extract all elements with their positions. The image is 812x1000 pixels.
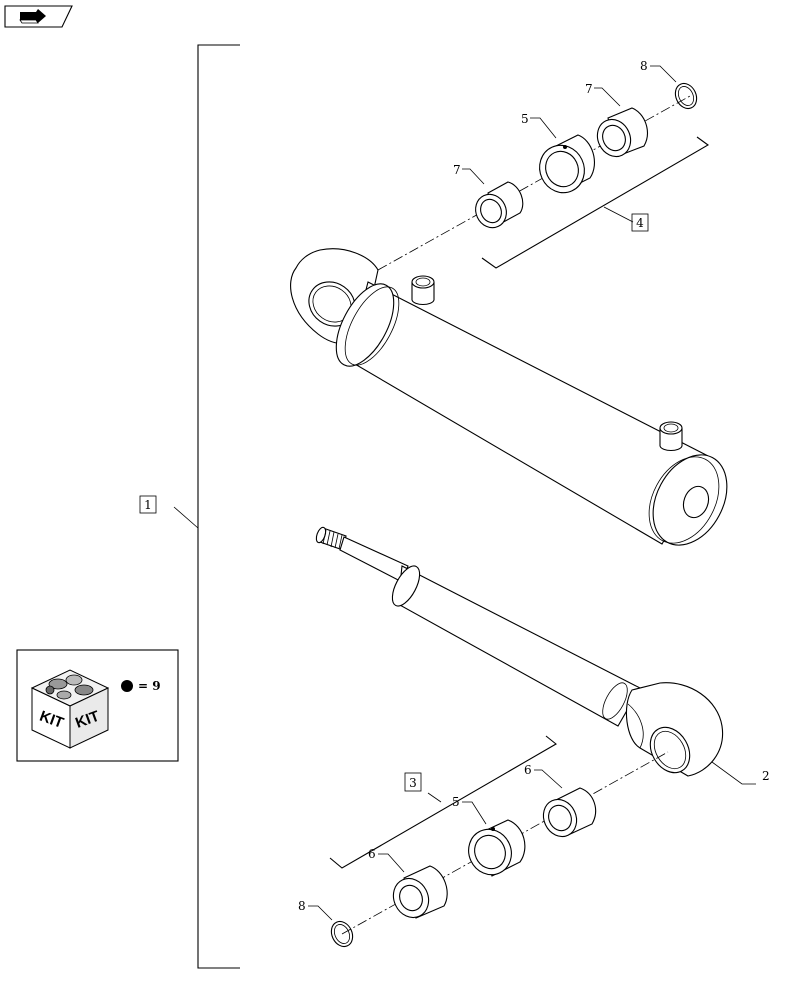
snap-ring-8-bottom	[330, 920, 354, 948]
kit-equals-text: = 9	[138, 679, 161, 693]
callout-6-lower[interactable]: 6	[368, 847, 376, 861]
svg-text:4: 4	[636, 216, 644, 230]
callout-2[interactable]: 2	[762, 769, 770, 783]
bushing-7-right	[596, 107, 648, 158]
seal-kit-bracket-3	[329, 735, 557, 869]
assembly-bracket	[173, 44, 240, 969]
seal-5-top	[539, 134, 595, 194]
svg-text:1: 1	[144, 498, 152, 512]
svg-text:3: 3	[409, 776, 417, 790]
piston-rod	[315, 526, 724, 777]
callout-5-top[interactable]: 5	[521, 112, 529, 126]
callout-5-bottom[interactable]: 5	[452, 795, 460, 809]
bushing-7-left	[475, 181, 524, 229]
callout-7-left[interactable]: 7	[453, 163, 461, 177]
callout-3[interactable]: 3	[404, 772, 422, 792]
kit-box-icon: KIT KIT	[30, 669, 110, 749]
navigate-arrow-icon	[19, 9, 46, 24]
cylinder-barrel	[290, 248, 728, 546]
bushing-6-lower	[392, 865, 448, 919]
callout-6-upper[interactable]: 6	[524, 763, 532, 777]
callout-8-top[interactable]: 8	[640, 59, 648, 73]
callout-8-bottom[interactable]: 8	[298, 899, 306, 913]
snap-ring-8-top	[674, 82, 698, 110]
callout-7-right[interactable]: 7	[585, 82, 593, 96]
kit-dot-icon	[121, 680, 133, 692]
callout-4[interactable]: 4	[631, 213, 649, 232]
seal-5-bottom	[468, 819, 526, 877]
callout-1[interactable]: 1	[139, 495, 157, 514]
kit-legend-box: KIT KIT = 9	[16, 649, 179, 762]
bushing-6-upper	[542, 787, 597, 838]
seal-kit-bracket-4	[481, 136, 710, 269]
nav-tab-button[interactable]	[4, 5, 73, 28]
